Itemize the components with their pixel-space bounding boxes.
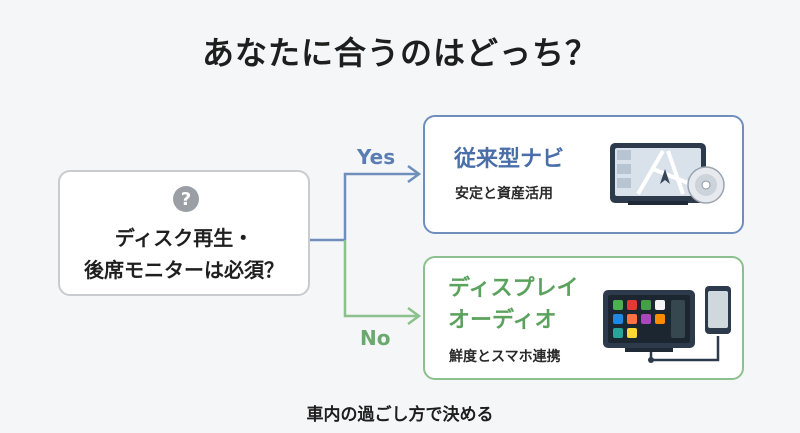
page-title: あなたに合うのはどっち？ xyxy=(201,34,598,72)
yes-arrowhead xyxy=(407,164,422,184)
no-connector xyxy=(343,240,418,318)
no-arrowhead xyxy=(407,306,422,326)
footer-caption: 車内の過ごし方で決める xyxy=(306,405,494,425)
question-text: ディスク再生・ 後席モニターは必須？ xyxy=(60,222,308,286)
no-option-title-line-2: オーディオ xyxy=(448,308,557,333)
no-option-box: ディスプレイ オーディオ 鮮度とスマホ連携 xyxy=(423,256,744,380)
question-mark-icon: ? xyxy=(173,186,199,212)
yes-option-title: 従来型ナビ xyxy=(454,147,565,172)
no-option-subtitle: 鮮度とスマホ連携 xyxy=(449,349,561,365)
question-box: ? ディスク再生・ 後席モニターは必須？ xyxy=(58,170,310,296)
no-option-title-line-1: ディスプレイ xyxy=(448,276,579,301)
yes-connector xyxy=(343,172,418,240)
question-line-2: 後席モニターは必須？ xyxy=(84,258,284,282)
question-line-1: ディスク再生・ xyxy=(114,226,254,250)
display-audio-with-smartphone-icon xyxy=(603,286,731,363)
yes-option-box: 従来型ナビ 安定と資産活用 xyxy=(423,115,744,234)
yes-option-subtitle: 安定と資産活用 xyxy=(455,186,553,202)
no-label: No xyxy=(360,326,391,350)
yes-label: Yes xyxy=(357,145,396,169)
car-navigation-with-disc-icon xyxy=(610,143,725,205)
